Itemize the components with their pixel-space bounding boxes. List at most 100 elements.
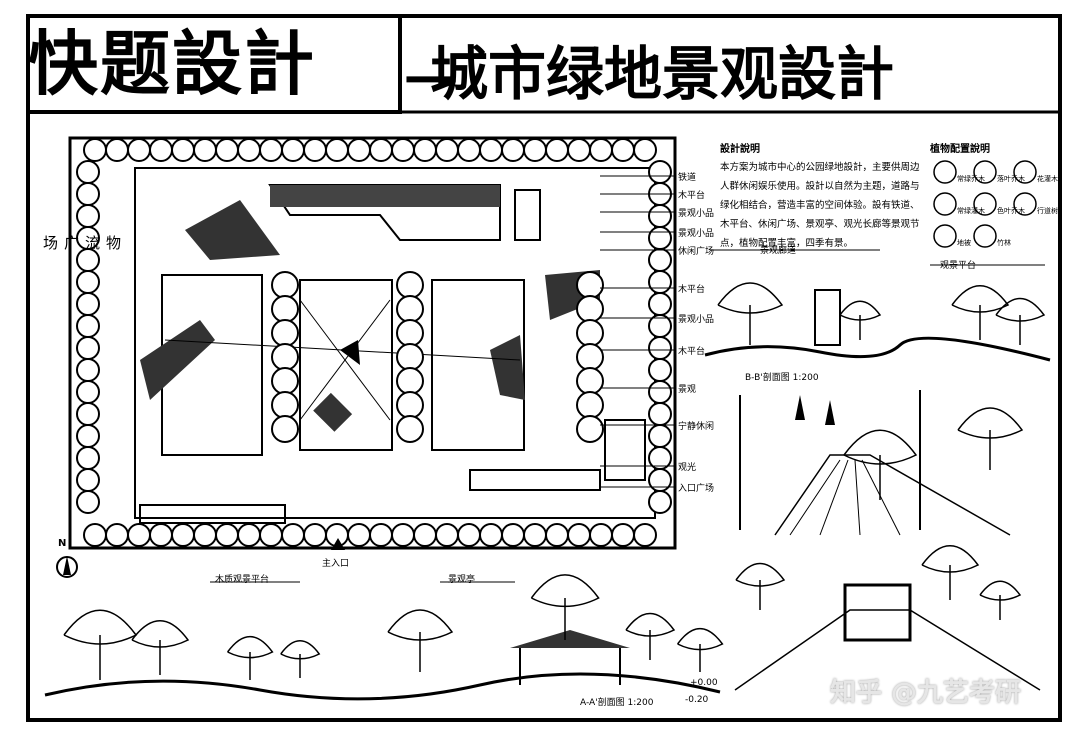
legend-tree-icon <box>933 192 957 216</box>
sketch-tree <box>957 407 1024 470</box>
legend-label: 落叶乔木 <box>997 175 1025 183</box>
plan-label: 观光 <box>678 463 697 473</box>
tree-symbol <box>648 402 672 426</box>
tree-symbol <box>76 160 100 184</box>
tree-symbol <box>648 270 672 294</box>
hatched-wedge-2 <box>140 320 215 400</box>
tree-symbol <box>576 391 604 419</box>
sketch-tree <box>226 636 274 680</box>
tree-symbol <box>76 292 100 316</box>
tree-symbol <box>396 319 424 347</box>
tree-symbol <box>105 138 129 162</box>
tree-symbol <box>648 226 672 250</box>
tree-symbol <box>648 380 672 404</box>
aa-value-1: +0.00 <box>690 678 718 688</box>
tree-symbol <box>171 523 195 547</box>
tree-symbol <box>76 490 100 514</box>
tree-symbol <box>237 523 261 547</box>
tree-symbol <box>271 319 299 347</box>
tree-symbol <box>567 523 591 547</box>
tree-symbol <box>648 336 672 360</box>
tree-symbol <box>171 138 195 162</box>
tree-symbol <box>76 446 100 470</box>
tree-symbol <box>435 138 459 162</box>
sketch-tree <box>921 545 980 600</box>
tree-symbol <box>391 138 415 162</box>
tree-symbol <box>76 380 100 404</box>
plan-label: 木平台 <box>678 347 706 357</box>
legend-tree-icon <box>973 224 997 248</box>
tree-symbol <box>76 182 100 206</box>
legend-label: 花灌木 <box>1037 175 1058 183</box>
sheet-frame <box>26 14 1062 722</box>
tree-symbol <box>76 358 100 382</box>
title-dash: 一 <box>405 53 458 113</box>
tree-symbol <box>648 424 672 448</box>
plan-label: 木平台 <box>678 191 706 201</box>
tree-symbol <box>611 138 635 162</box>
tree-symbol <box>457 523 481 547</box>
notes-heading: 設計說明 <box>720 144 760 155</box>
title-box <box>26 14 402 114</box>
plan-label: 铁道 <box>678 173 697 183</box>
plaza-right <box>431 279 525 451</box>
plaza-center <box>299 279 393 451</box>
tree-symbol <box>648 468 672 492</box>
tree-symbol <box>325 138 349 162</box>
tree-symbol <box>271 295 299 323</box>
stair-right <box>604 419 646 481</box>
tree-symbol <box>576 415 604 443</box>
tree-symbol <box>413 138 437 162</box>
legend-symbols <box>933 160 1037 248</box>
north-label: N <box>58 538 67 549</box>
tree-symbol <box>457 138 481 162</box>
tree-symbol <box>396 415 424 443</box>
tree-symbol <box>567 138 591 162</box>
tree-symbol <box>576 319 604 347</box>
tree-symbol <box>281 523 305 547</box>
plan-label: 景观 <box>678 385 697 395</box>
aa-value-2: -0.20 <box>685 695 709 705</box>
sketch-tree <box>63 609 138 680</box>
bb-label-2: 观景平台 <box>940 261 977 271</box>
tree-symbol <box>479 138 503 162</box>
tree-symbol <box>396 391 424 419</box>
tree-symbol <box>271 271 299 299</box>
tree-symbol <box>479 523 503 547</box>
sketch-tree <box>387 609 454 672</box>
tree-symbol <box>413 523 437 547</box>
tree-symbol <box>105 523 129 547</box>
sketch-tree <box>131 620 190 675</box>
plan-label: 景观小品 <box>678 229 715 239</box>
tree-symbol <box>281 138 305 162</box>
tree-symbol <box>576 295 604 323</box>
pavilion <box>510 630 630 648</box>
bb-section-title: B-B'剖面图 1:200 <box>745 373 819 383</box>
tree-symbol <box>271 391 299 419</box>
tree-symbol <box>545 523 569 547</box>
plan-label: 休闲广场 <box>678 247 715 257</box>
tree-symbol <box>648 248 672 272</box>
tree-symbol <box>523 523 547 547</box>
tree-symbol <box>76 336 100 360</box>
tree-symbol <box>149 138 173 162</box>
notes-text: 本方案为城市中心的公园绿地設計，主要供周边人群休闲娱乐使用。設計以自然为主题，道… <box>720 162 920 249</box>
tree-symbol <box>271 415 299 443</box>
legend-tree-icon <box>1013 192 1037 216</box>
legend-label: 行道树 <box>1037 207 1058 215</box>
title-sub: 城市绿地景观設計 <box>430 40 895 108</box>
tree-symbol <box>396 367 424 395</box>
aa-section-title: A-A'剖面图 1:200 <box>580 698 654 708</box>
plan-label: 景观小品 <box>678 315 715 325</box>
tree-symbol <box>369 523 393 547</box>
sketch-tree <box>625 612 676 660</box>
tree-symbol <box>76 402 100 426</box>
tree-symbol <box>76 468 100 492</box>
tree-symbol <box>523 138 547 162</box>
legend-label: 常绿乔木 <box>957 175 985 183</box>
tree-symbol <box>576 367 604 395</box>
legend-label: 地被 <box>957 239 971 247</box>
tree-symbol <box>396 271 424 299</box>
